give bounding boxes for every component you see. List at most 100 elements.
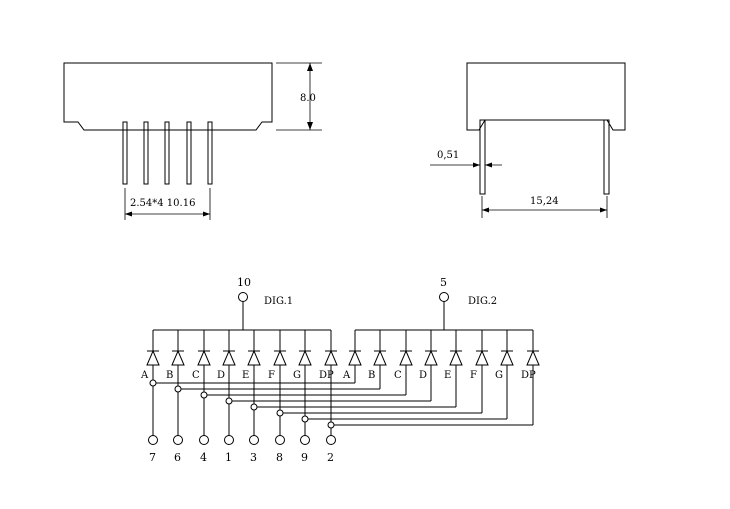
- digit-2-label: DIG.2: [468, 296, 497, 307]
- digit-2-segment-label: F: [470, 370, 477, 381]
- diode-triangle: [324, 349, 338, 366]
- segment-pin-pad: [275, 435, 285, 445]
- segment-pin-pad: [148, 435, 158, 445]
- diode-triangle: [146, 349, 160, 366]
- digit-1-label: DIG.1: [264, 296, 293, 307]
- digit-1-diode-dp: DP: [319, 330, 338, 381]
- side-view: 0,51 15,24: [430, 62, 626, 218]
- segment-pin-number: 8: [276, 451, 283, 464]
- front-body-outline: [63, 62, 273, 131]
- segment-junction: [174, 385, 182, 393]
- pitch-label: 2.54*4 10.16: [130, 198, 195, 209]
- segment-pin-number: 1: [225, 451, 232, 464]
- segment-pin-number: 2: [327, 451, 334, 464]
- diode-triangle: [197, 349, 211, 366]
- digit-2-segment-label: A: [342, 370, 351, 381]
- diode-triangle: [348, 349, 362, 366]
- side-pin-right: [603, 119, 610, 195]
- digit-1-segment-label: B: [166, 370, 173, 381]
- diode-triangle: [373, 349, 387, 366]
- pin-4: [186, 121, 192, 185]
- digit-1-diode-d: D: [217, 330, 236, 381]
- digit-1-diode-a: A: [140, 330, 160, 381]
- digit-1-segment-label: E: [242, 370, 249, 381]
- pin-3: [164, 121, 170, 185]
- digit-1-segment-label: G: [293, 370, 301, 381]
- digit-1-pin-number: 10: [237, 276, 251, 289]
- segment-net-dp: 2: [326, 375, 534, 464]
- digit-2-group: 5 DIG.2: [440, 276, 497, 307]
- segment-net-c: 4: [199, 375, 407, 464]
- digit-1-segment-label: D: [217, 370, 225, 381]
- digit-2-diode-f: F: [470, 330, 489, 381]
- digit-1-diode-b: B: [166, 330, 185, 381]
- segment-pin-pad: [199, 435, 209, 445]
- diode-triangle: [500, 349, 514, 366]
- digit-1-common-pad: [238, 292, 248, 302]
- diode-triangle: [526, 349, 540, 366]
- digit-1-diode-g: G: [293, 330, 312, 381]
- segment-junction: [149, 379, 157, 387]
- digit-2-diode-c: C: [394, 330, 413, 381]
- digit-2-segment-label: E: [444, 370, 451, 381]
- segment-junction: [276, 409, 284, 417]
- digit-2-diode-e: E: [444, 330, 463, 381]
- pin-5: [207, 121, 213, 185]
- digit-2-diode-g: G: [495, 330, 514, 381]
- pin-width-label: 0,51: [437, 150, 459, 161]
- digit-2-segment-label: D: [419, 370, 427, 381]
- segment-pin-pad: [300, 435, 310, 445]
- digit-2-segment-label: DP: [521, 370, 536, 381]
- diode-triangle: [222, 349, 236, 366]
- segment-pin-number: 3: [250, 451, 257, 464]
- segment-net-a: 7: [148, 375, 356, 464]
- segment-pin-pad: [224, 435, 234, 445]
- digit-1-segment-label: F: [268, 370, 275, 381]
- diode-triangle: [449, 349, 463, 366]
- digit-1-segment-label: DP: [319, 370, 334, 381]
- segment-pin-number: 7: [149, 451, 156, 464]
- digit-2-common-pad: [439, 292, 449, 302]
- digit-2-diode-dp: DP: [521, 330, 540, 381]
- digit-2-segment-label: C: [394, 370, 402, 381]
- diode-triangle: [273, 349, 287, 366]
- row-spacing-label: 15,24: [530, 196, 559, 207]
- segment-junction: [327, 421, 335, 429]
- diode-triangle: [475, 349, 489, 366]
- digit-1-diode-c: C: [192, 330, 211, 381]
- segment-junction: [250, 403, 258, 411]
- pin-1: [122, 121, 128, 185]
- segment-net-f: 8: [275, 375, 483, 464]
- diode-triangle: [298, 349, 312, 366]
- segment-pin-number: 6: [174, 451, 181, 464]
- digit-2-segment-label: G: [495, 370, 503, 381]
- height-dimension: 8.0: [276, 62, 322, 131]
- pin-2: [143, 121, 149, 185]
- diode-triangle: [399, 349, 413, 366]
- segment-pin-number: 9: [301, 451, 308, 464]
- diode-triangle: [171, 349, 185, 366]
- diode-triangle: [424, 349, 438, 366]
- segment-junction: [225, 397, 233, 405]
- digit-1-segment-label: A: [140, 370, 149, 381]
- height-label: 8.0: [300, 93, 316, 104]
- digit-1-group: 10 DIG.1: [237, 276, 293, 307]
- digit-2-diode-b: B: [368, 330, 387, 381]
- digit-2-segment-label: B: [368, 370, 375, 381]
- diode-triangle: [247, 349, 261, 366]
- segment-net-g: 9: [300, 375, 508, 464]
- digit-1-segment-label: C: [192, 370, 200, 381]
- segment-pin-pad: [249, 435, 259, 445]
- digit-1-diode-f: F: [268, 330, 287, 381]
- segment-pin-pad: [173, 435, 183, 445]
- segment-junction: [200, 391, 208, 399]
- segment-net-e: 3: [249, 375, 457, 464]
- segment-pin-pad: [326, 435, 336, 445]
- segment-junction: [301, 415, 309, 423]
- row-spacing-dimension: 15,24: [481, 196, 608, 218]
- pin-width-dimension: 0,51: [430, 150, 502, 168]
- digit-2-diode-d: D: [419, 330, 438, 381]
